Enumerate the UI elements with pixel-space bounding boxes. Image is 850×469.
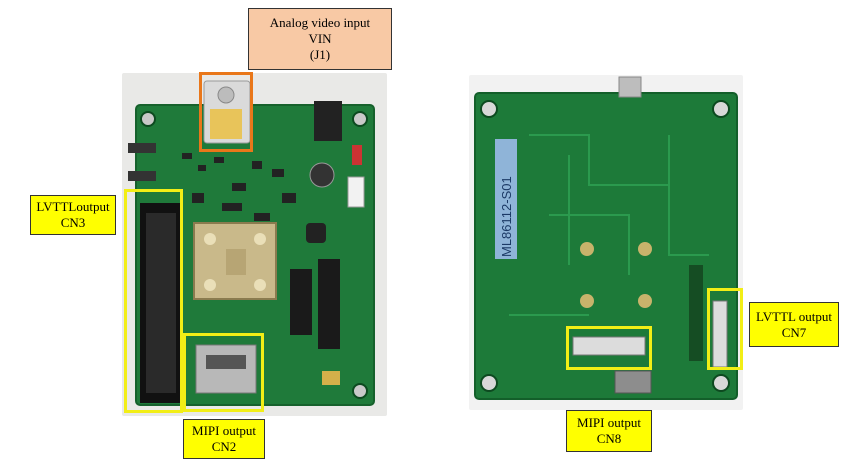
lvttl-cn7-label: LVTTL output CN7 xyxy=(749,302,839,347)
lvttl-cn3-line1: LVTTLoutput xyxy=(36,199,110,214)
analog-label-line2: VIN xyxy=(308,31,332,46)
analog-label-line3: (J1) xyxy=(309,47,331,62)
lvttl-cn3-line2: CN3 xyxy=(60,215,86,230)
board-back-image: ML86112-S01 xyxy=(469,75,743,410)
analog-label-line1: Analog video input xyxy=(269,15,371,30)
mipi-cn2-line2: CN2 xyxy=(211,439,237,454)
board-front-image xyxy=(122,73,387,416)
mipi-cn8-line1: MIPI output xyxy=(577,415,641,430)
mipi-cn8-line2: CN8 xyxy=(596,431,622,446)
mipi-cn8-label: MIPI output CN8 xyxy=(566,410,652,452)
board-part-number: ML86112-S01 xyxy=(499,176,514,257)
board-front-photo xyxy=(122,73,387,416)
mipi-cn2-label: MIPI output CN2 xyxy=(183,419,265,459)
analog-video-input-label: Analog video input VIN (J1) xyxy=(248,8,392,70)
mipi-cn2-line1: MIPI output xyxy=(192,423,256,438)
lvttl-cn7-line1: LVTTL output xyxy=(756,308,832,324)
lvttl-cn3-label: LVTTLoutput CN3 xyxy=(30,195,116,235)
board-back-photo: ML86112-S01 xyxy=(469,75,743,410)
lvttl-cn7-line2: CN7 xyxy=(781,324,807,340)
